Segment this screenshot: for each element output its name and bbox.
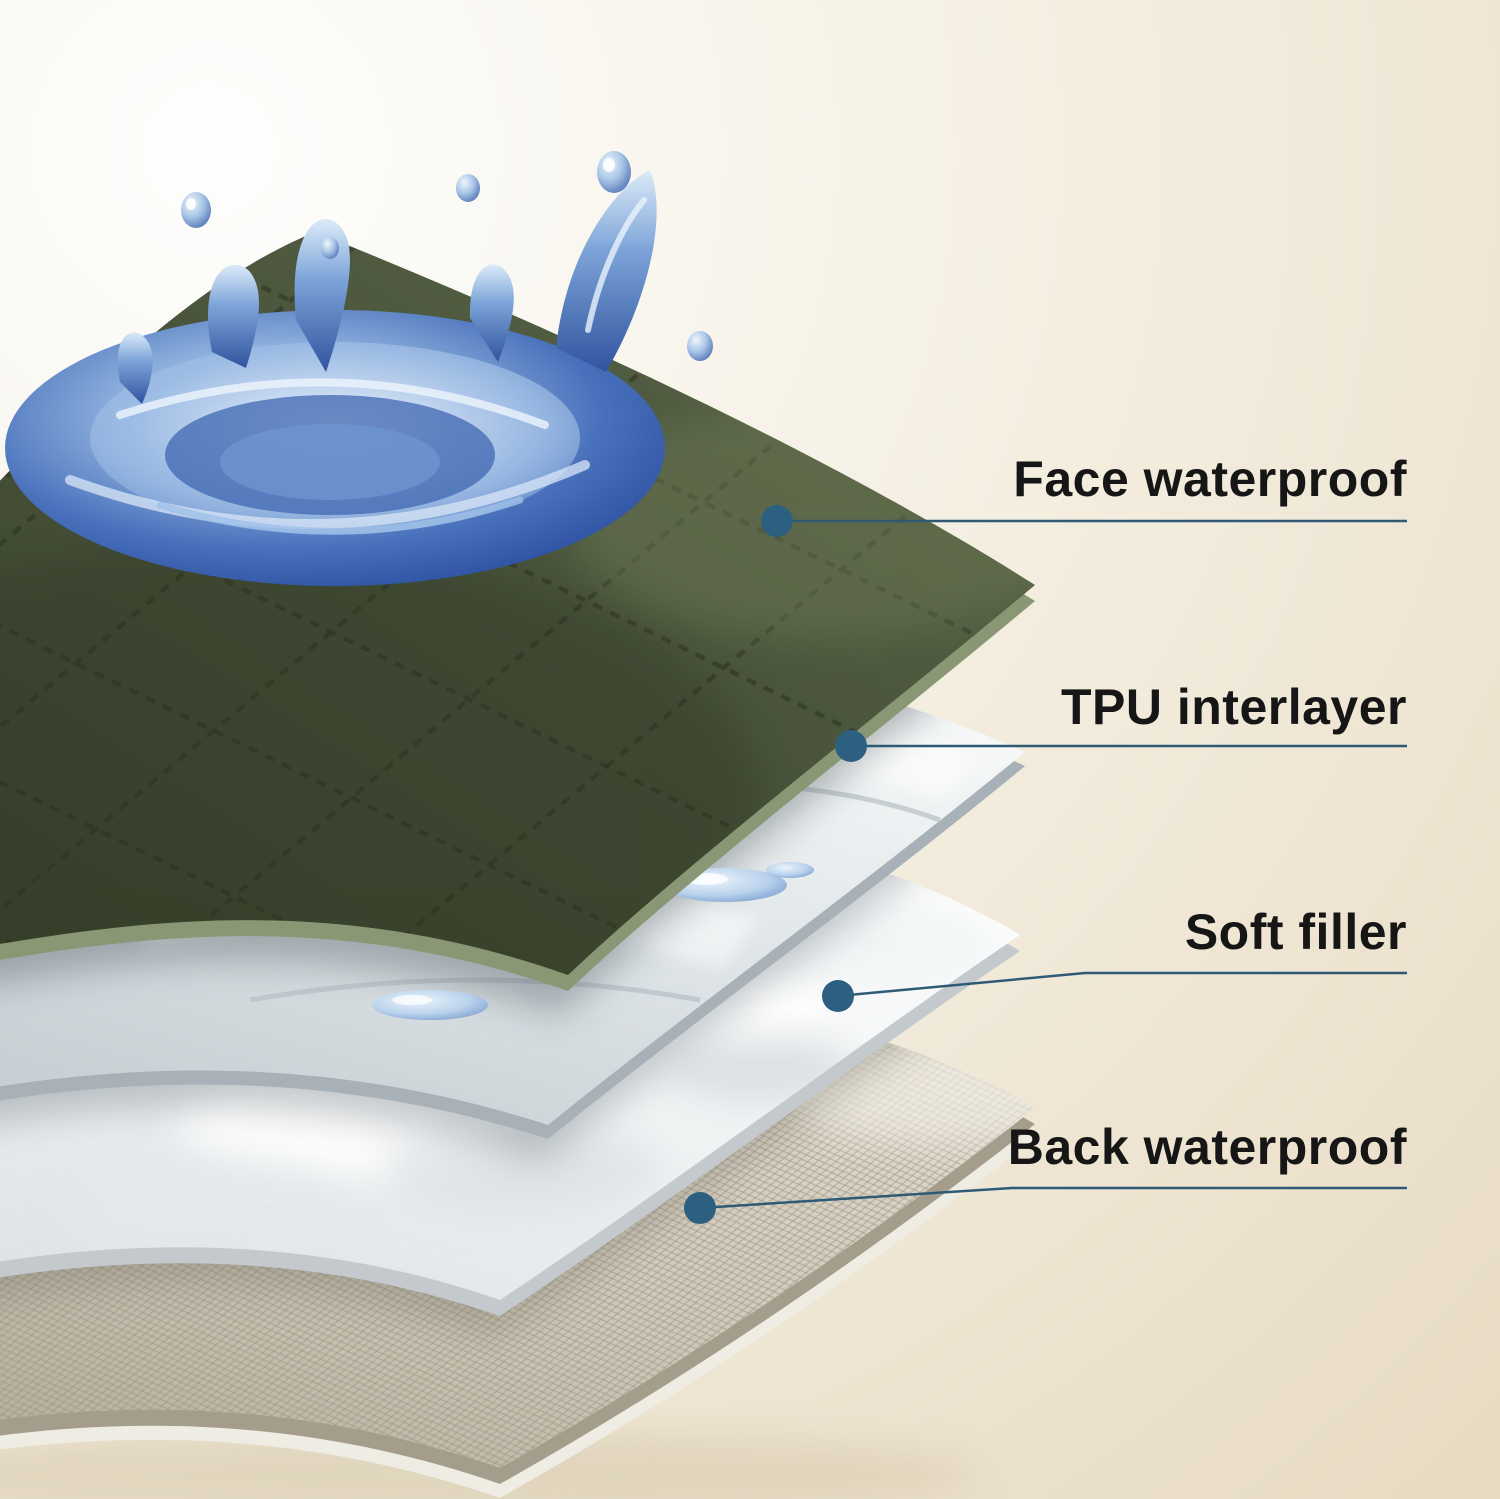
callout-line-back-waterproof — [699, 1186, 1407, 1210]
callout-dot-tpu-interlayer — [835, 730, 867, 762]
callout-dot-face-waterproof — [761, 505, 793, 537]
callout-dot-soft-filler — [822, 980, 854, 1012]
water-splash — [5, 151, 713, 586]
label-face-waterproof: Face waterproof — [1013, 451, 1407, 507]
callouts — [684, 505, 1407, 1224]
callout-dot-back-waterproof — [684, 1192, 716, 1224]
label-back-waterproof: Back waterproof — [1007, 1119, 1407, 1175]
label-tpu-interlayer: TPU interlayer — [1060, 679, 1407, 735]
label-soft-filler: Soft filler — [1184, 904, 1407, 960]
callout-line-soft-filler — [837, 971, 1407, 998]
back-waterproof-layer — [0, 996, 1035, 1498]
